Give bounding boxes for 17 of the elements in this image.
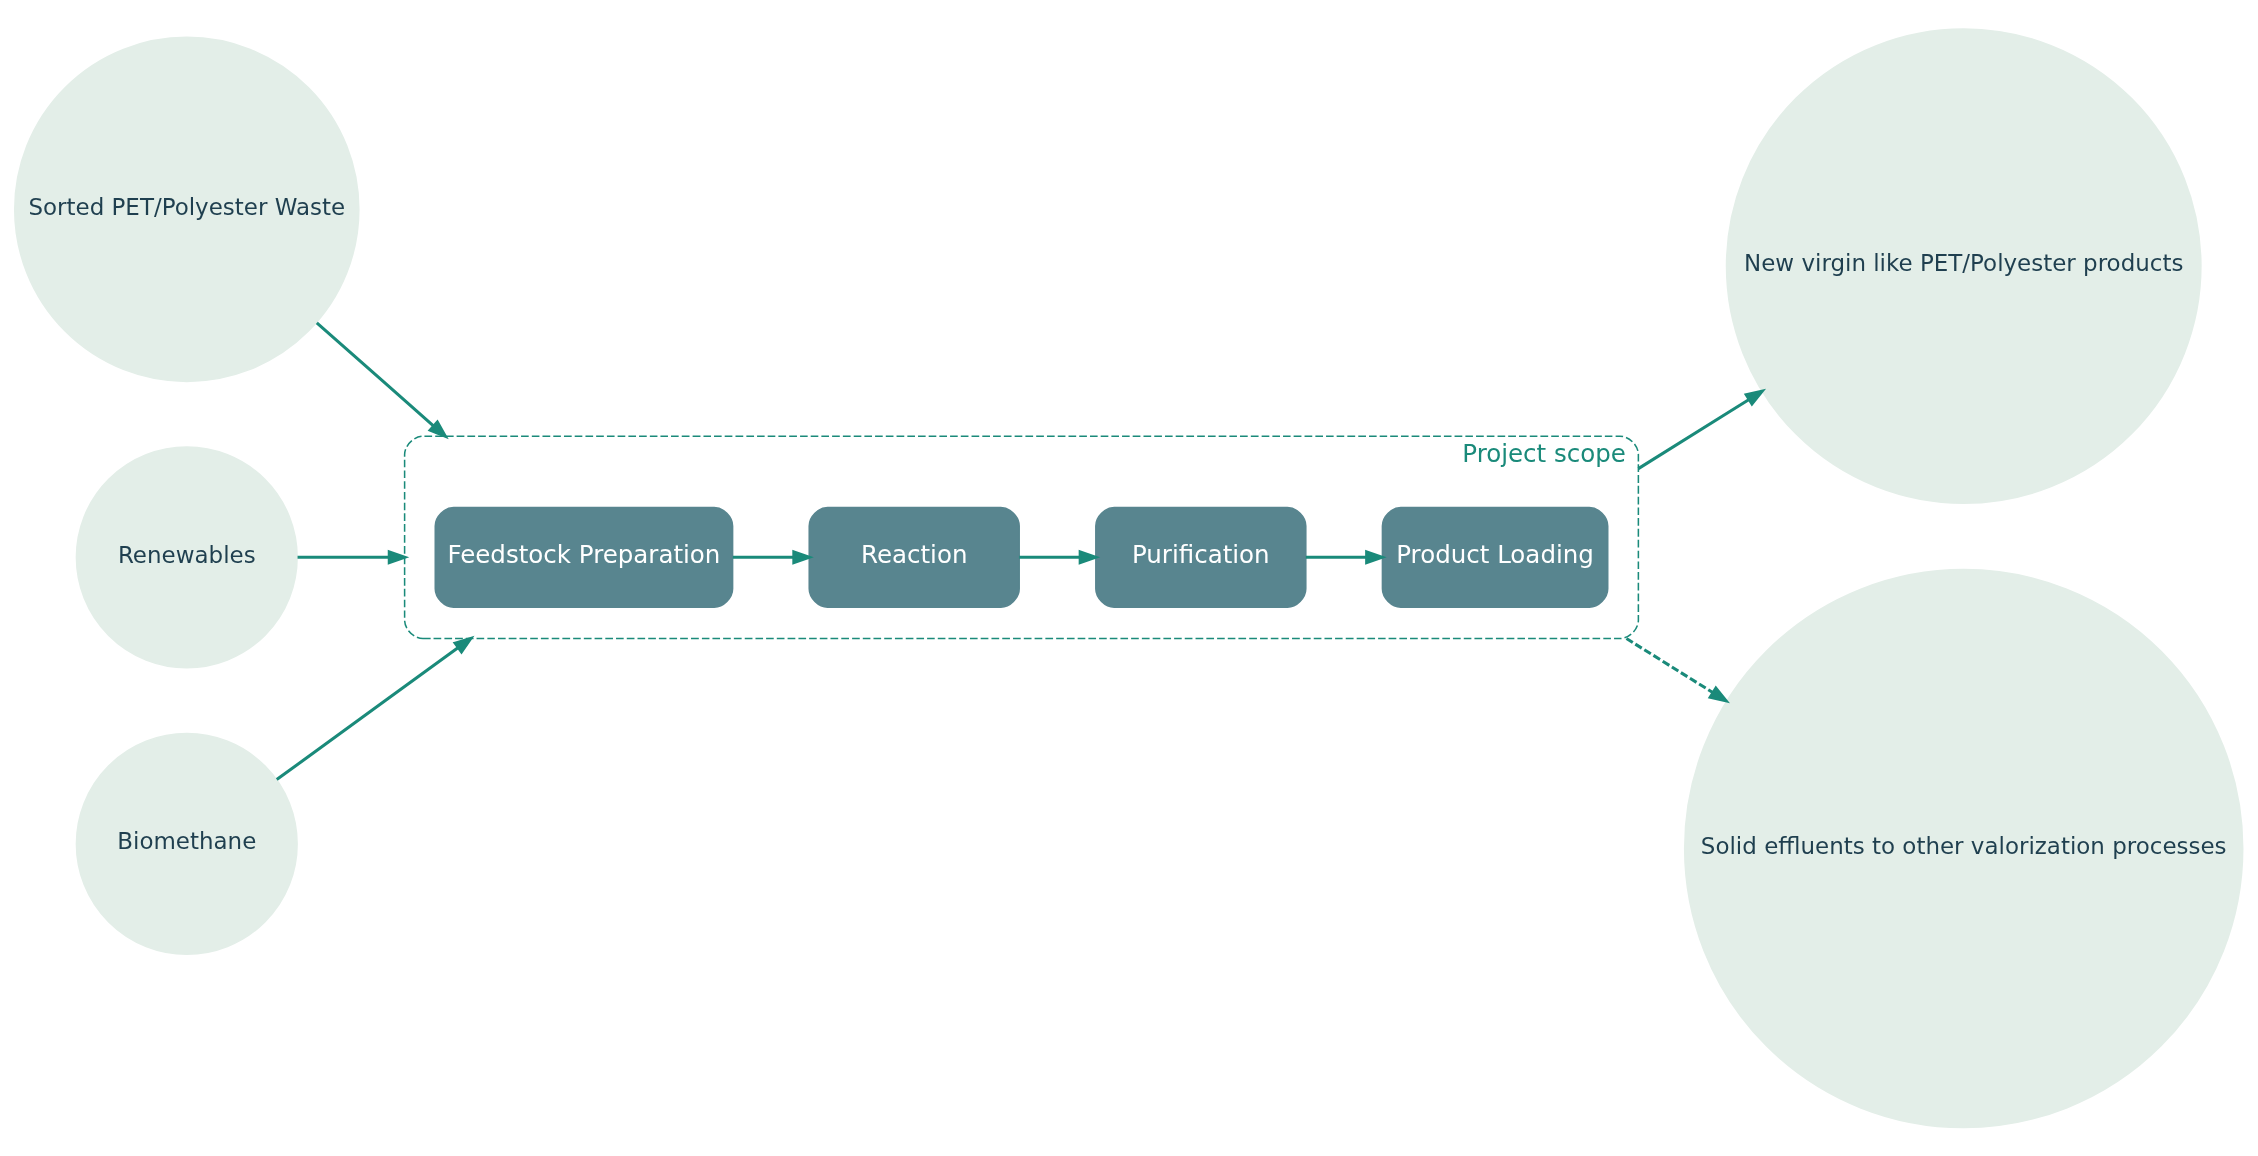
- arrow: [315, 321, 449, 439]
- arrow: [1019, 549, 1101, 565]
- node-circle: Biomethane: [75, 732, 298, 955]
- arrow: [1637, 388, 1767, 470]
- node-circle: Renewables: [75, 445, 298, 668]
- node-box: Purification: [1095, 506, 1307, 608]
- node-circle: New virgin like PET/Polyester products: [1725, 27, 2202, 504]
- arrow: [297, 549, 410, 565]
- node-box: Feedstock Preparation: [434, 506, 734, 608]
- arrow: [732, 549, 814, 565]
- arrow: [1625, 636, 1730, 703]
- node-box: Product Loading: [1381, 506, 1609, 608]
- node-box: Reaction: [808, 506, 1020, 608]
- node-circle: Sorted PET/Polyester Waste: [13, 36, 360, 382]
- arrow: [1305, 549, 1387, 565]
- node-circle: Solid effluents to other valorization processes: [1683, 568, 2244, 1128]
- arrow: [275, 635, 475, 781]
